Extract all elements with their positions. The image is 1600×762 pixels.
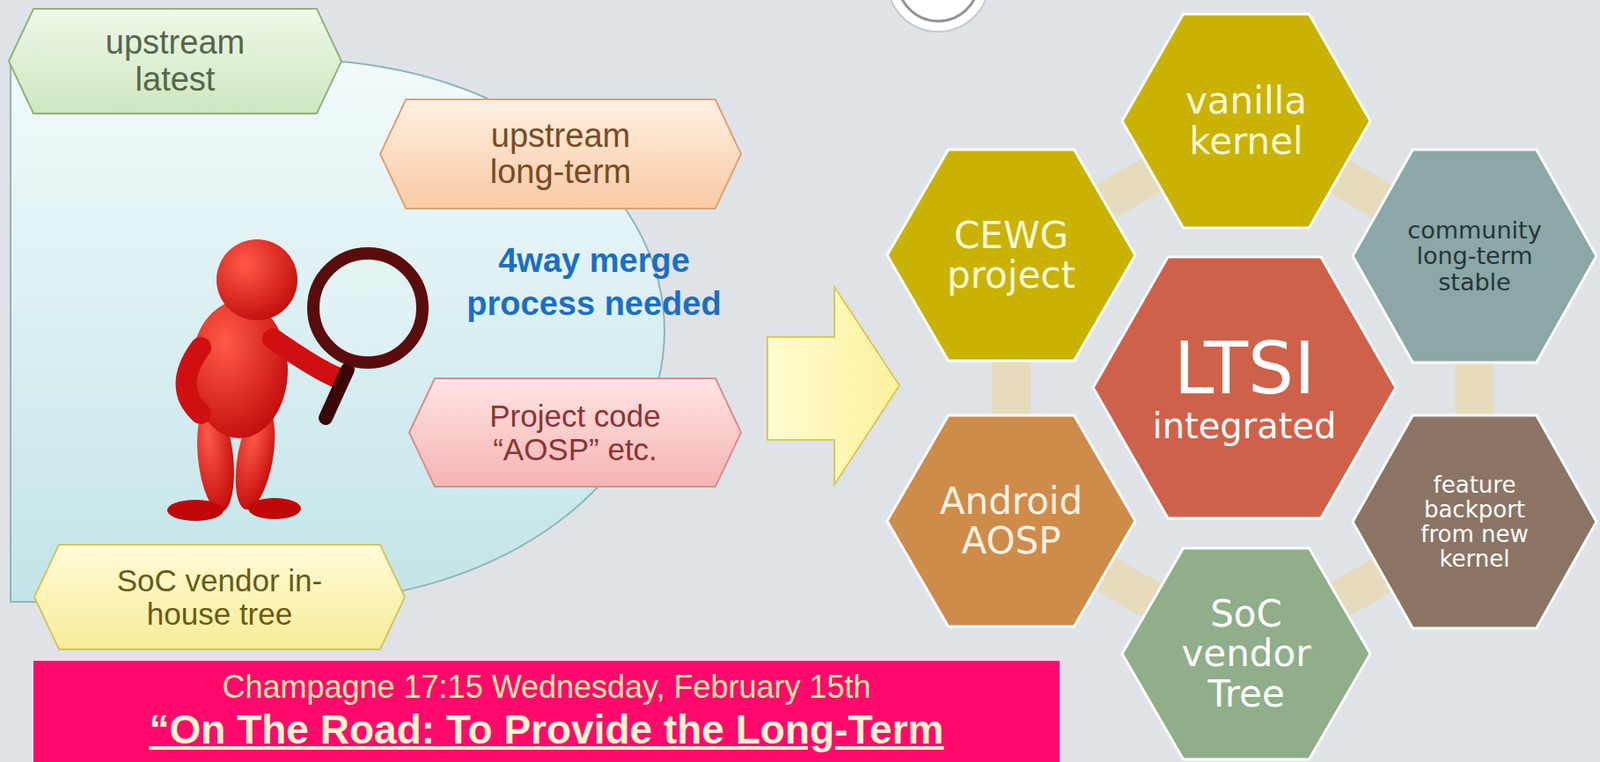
node-text: feature backport from new kernel	[1412, 472, 1536, 572]
link-band	[991, 360, 1031, 416]
hexagon-node: CEWG project	[885, 147, 1138, 363]
link-band	[1102, 572, 1154, 602]
node-text: upstream latest	[91, 24, 259, 97]
hex-outline	[1122, 548, 1371, 760]
node-text: vanilla kernel	[1160, 80, 1331, 162]
node-text: upstream long-term	[469, 117, 654, 191]
hex-outline	[1352, 415, 1597, 629]
node-text: Champagne 17:15 Wednesday, February 15th	[221, 670, 871, 705]
banner-fill	[33, 660, 1060, 762]
text-wrap: vanilla kernel	[1120, 12, 1373, 230]
text-wrap: upstream latest	[7, 7, 343, 115]
tag-outline	[409, 378, 742, 487]
source-tag: SoC vendor in-house tree	[33, 543, 406, 651]
hexagon-node: feature backport from new kernel	[1350, 413, 1599, 631]
session-banner: Champagne 17:15 Wednesday, February 15th…	[33, 660, 1060, 762]
node-text: LTSI	[1174, 330, 1316, 409]
tag-outline	[380, 99, 742, 209]
hexagon-node: Android AOSP	[885, 413, 1138, 629]
hexagon-node: community long-term stable	[1350, 147, 1599, 365]
hex-outline	[887, 415, 1136, 627]
top-ring	[887, 0, 990, 32]
node-text: CEWG project	[925, 215, 1096, 296]
text-wrap: Android AOSP	[885, 413, 1138, 629]
text-wrap: LTSIintegrated	[1091, 255, 1398, 521]
hex-outline	[1122, 14, 1371, 228]
node-text: Android AOSP	[922, 481, 1101, 562]
hex-outline	[1093, 256, 1396, 519]
text-wrap: CEWG project	[885, 147, 1138, 363]
link-band	[1102, 174, 1153, 204]
node-text: “On The Road: To Provide the Long-Term	[149, 708, 945, 753]
tag-outline	[8, 8, 342, 114]
link-band	[1338, 175, 1384, 202]
link-band	[1455, 362, 1495, 416]
node-text: Project code “AOSP” etc.	[467, 399, 683, 467]
text-wrap: SoC vendor in-house tree	[33, 543, 406, 651]
hex-outline	[887, 149, 1136, 361]
node-text: SoC vendor Tree	[1168, 594, 1324, 714]
source-tag: Project code “AOSP” etc.	[408, 377, 742, 488]
hex-outline	[1352, 149, 1597, 363]
merge-region	[10, 59, 665, 602]
link-band	[1337, 575, 1383, 602]
hexagon-node: LTSIintegrated	[1091, 255, 1398, 521]
text-wrap: SoC vendor Tree	[1120, 546, 1373, 762]
searching-figure	[167, 239, 423, 522]
flow-arrow	[767, 286, 900, 485]
text-wrap: feature backport from new kernel	[1350, 413, 1599, 631]
source-tag: upstream long-term	[379, 98, 742, 210]
hexagon-node: SoC vendor Tree	[1120, 546, 1373, 762]
text-wrap: Champagne 17:15 Wednesday, February 15th…	[33, 660, 1060, 762]
node-text: integrated	[1152, 407, 1337, 446]
merge-note: 4way merge process needed	[444, 239, 744, 327]
tag-outline	[34, 544, 405, 650]
source-tag: upstream latest	[7, 7, 343, 115]
node-text: community long-term stable	[1401, 217, 1549, 294]
text-wrap: community long-term stable	[1350, 147, 1599, 365]
text-wrap: upstream long-term	[379, 98, 742, 210]
top-ring-inner	[897, 0, 979, 22]
text-wrap: Project code “AOSP” etc.	[408, 377, 742, 488]
hexagon-node: vanilla kernel	[1120, 12, 1373, 230]
node-text: SoC vendor in-house tree	[111, 564, 328, 632]
